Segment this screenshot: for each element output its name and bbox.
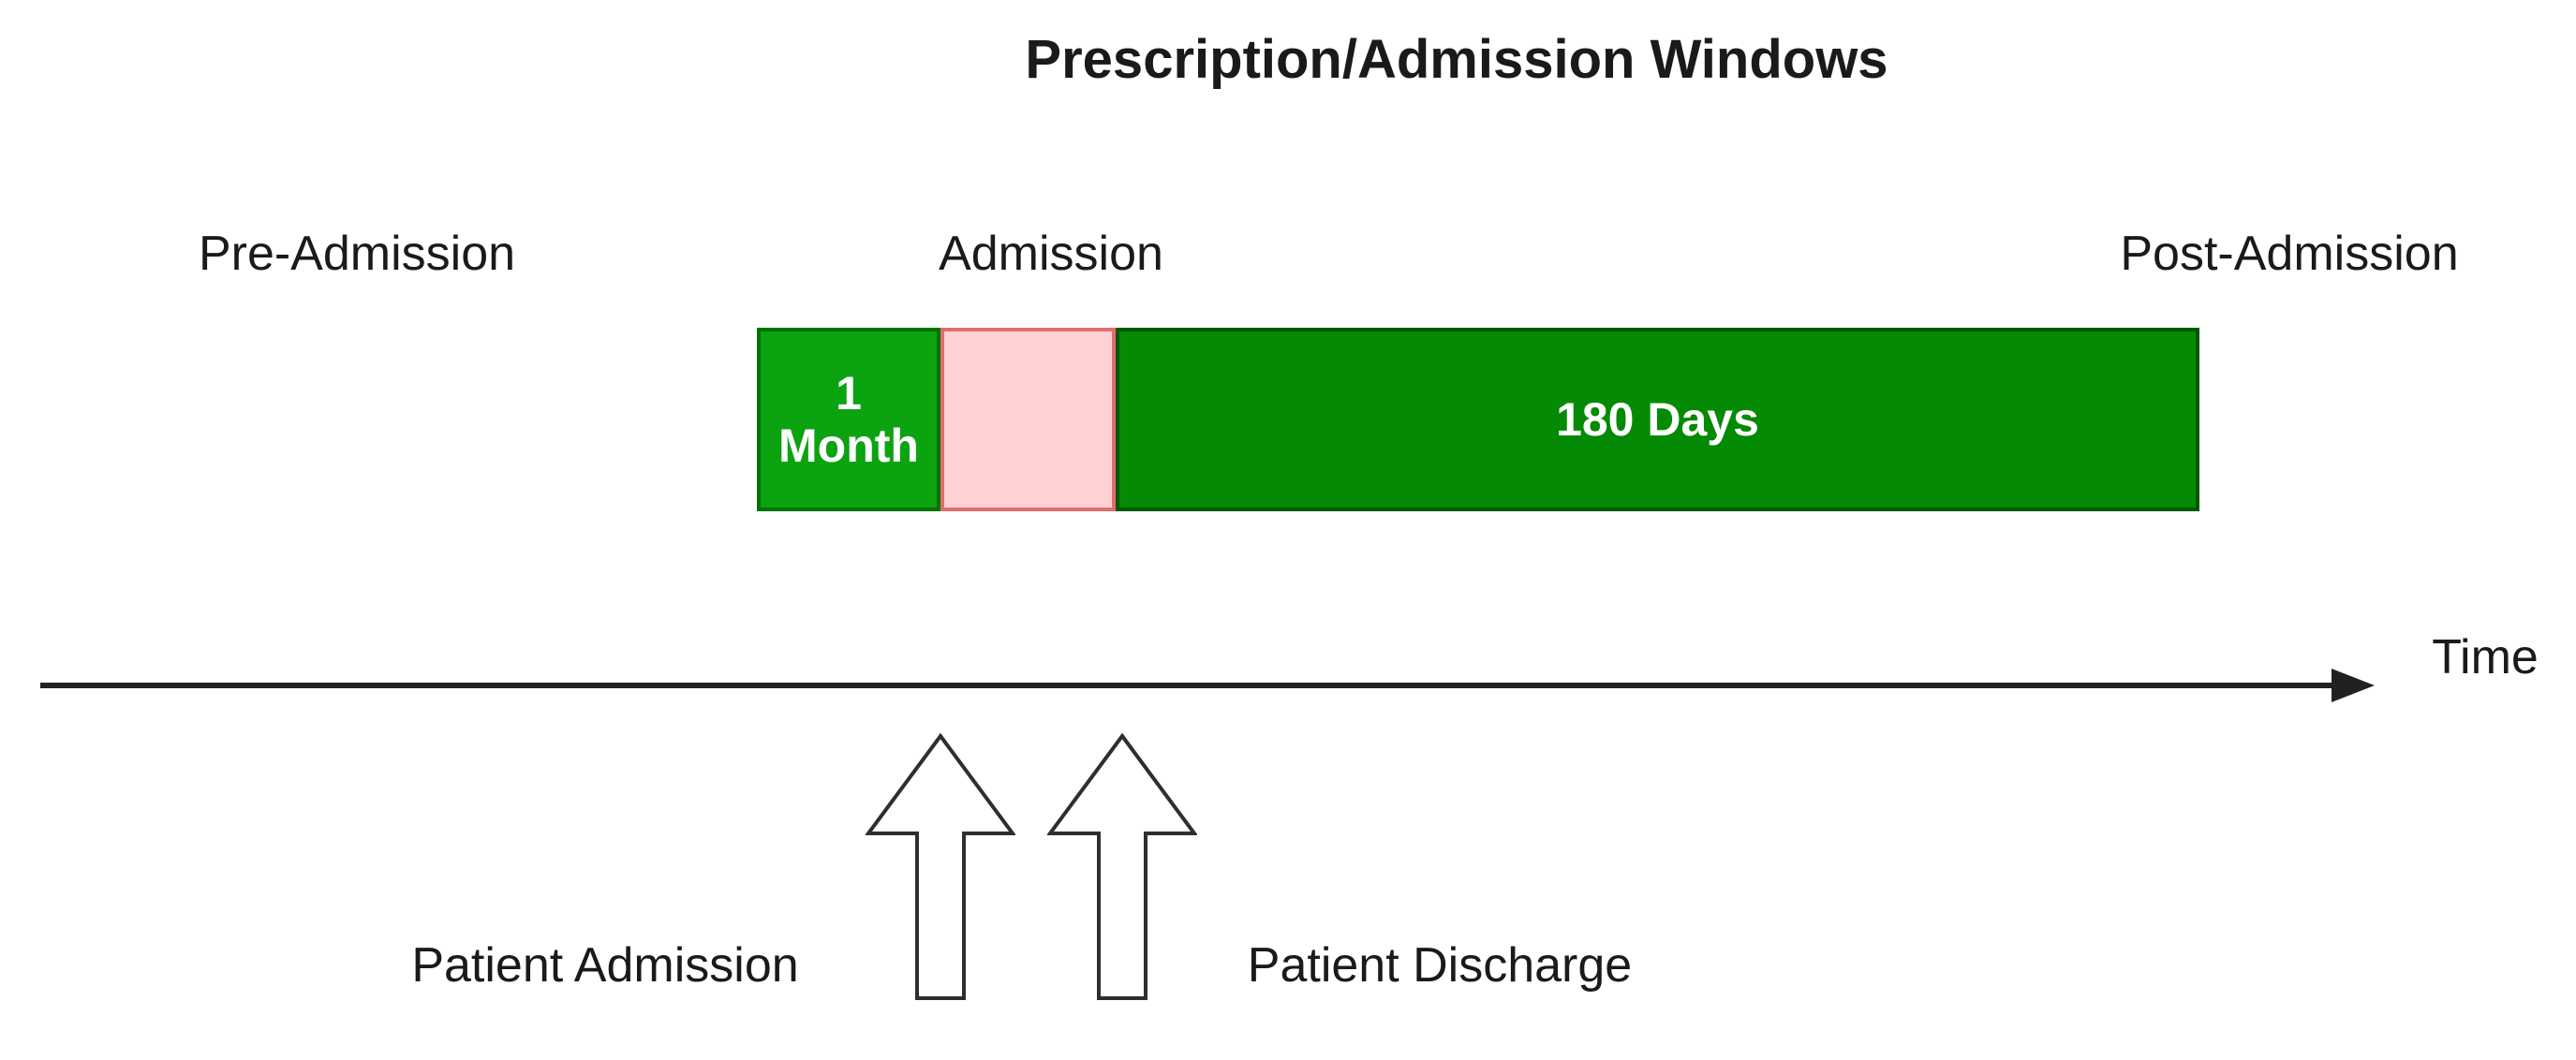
- segment-label-line: 1: [836, 367, 862, 420]
- segment-post-admission-180-days: 180 Days: [1116, 328, 2199, 511]
- patient-admission-arrow-icon: [866, 733, 1015, 1000]
- segment-pre-admission-1-month: 1 Month: [757, 328, 940, 511]
- phase-label-pre-admission: Pre-Admission: [198, 227, 516, 281]
- segment-label-line: Month: [778, 420, 919, 472]
- diagram-title: Prescription/Admission Windows: [1025, 29, 1888, 90]
- patient-discharge-arrow-icon: [1047, 733, 1197, 1000]
- prescription-window-bar: 1 Month 180 Days: [757, 328, 2199, 511]
- time-axis-arrowhead-icon: [2332, 669, 2375, 702]
- time-axis-line: [40, 683, 2334, 688]
- event-label-patient-discharge: Patient Discharge: [1247, 938, 1633, 993]
- segment-label: 180 Days: [1556, 393, 1759, 446]
- phase-label-post-admission: Post-Admission: [2120, 227, 2459, 281]
- phase-label-admission: Admission: [939, 227, 1163, 281]
- event-label-patient-admission: Patient Admission: [411, 938, 799, 993]
- segment-admission-stay: [940, 328, 1116, 511]
- time-axis-label: Time: [2432, 630, 2539, 685]
